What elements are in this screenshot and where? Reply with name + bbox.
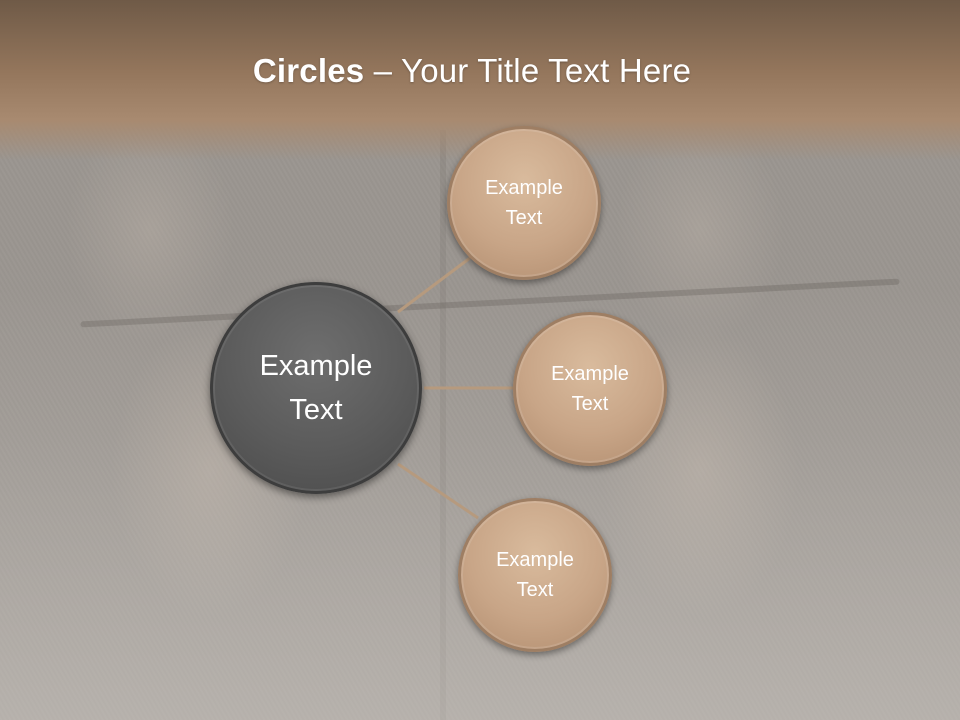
center-circle[interactable]: Example Text <box>210 282 422 494</box>
slide-title: Circles – Your Title Text Here <box>0 52 944 90</box>
center-circle-line1: Example <box>259 350 373 382</box>
satellite-middle-line1: Example <box>551 363 629 385</box>
satellite-bottom-line1: Example <box>496 549 574 571</box>
satellite-top-line1: Example <box>485 177 563 199</box>
title-band <box>0 0 960 160</box>
title-rest: – Your Title Text Here <box>364 52 692 89</box>
connector-bottom <box>397 462 479 520</box>
satellite-top-line2: Text <box>505 207 543 229</box>
center-circle-line2: Text <box>289 394 343 426</box>
title-bold: Circles <box>252 52 365 89</box>
satellite-circle-middle[interactable]: Example Text <box>513 312 667 466</box>
satellite-circle-bottom[interactable]: Example Text <box>458 498 612 652</box>
connector-top <box>397 256 471 314</box>
satellite-circle-top[interactable]: Example Text <box>447 126 601 280</box>
satellite-middle-line2: Text <box>571 393 609 415</box>
satellite-bottom-line2: Text <box>516 579 554 601</box>
